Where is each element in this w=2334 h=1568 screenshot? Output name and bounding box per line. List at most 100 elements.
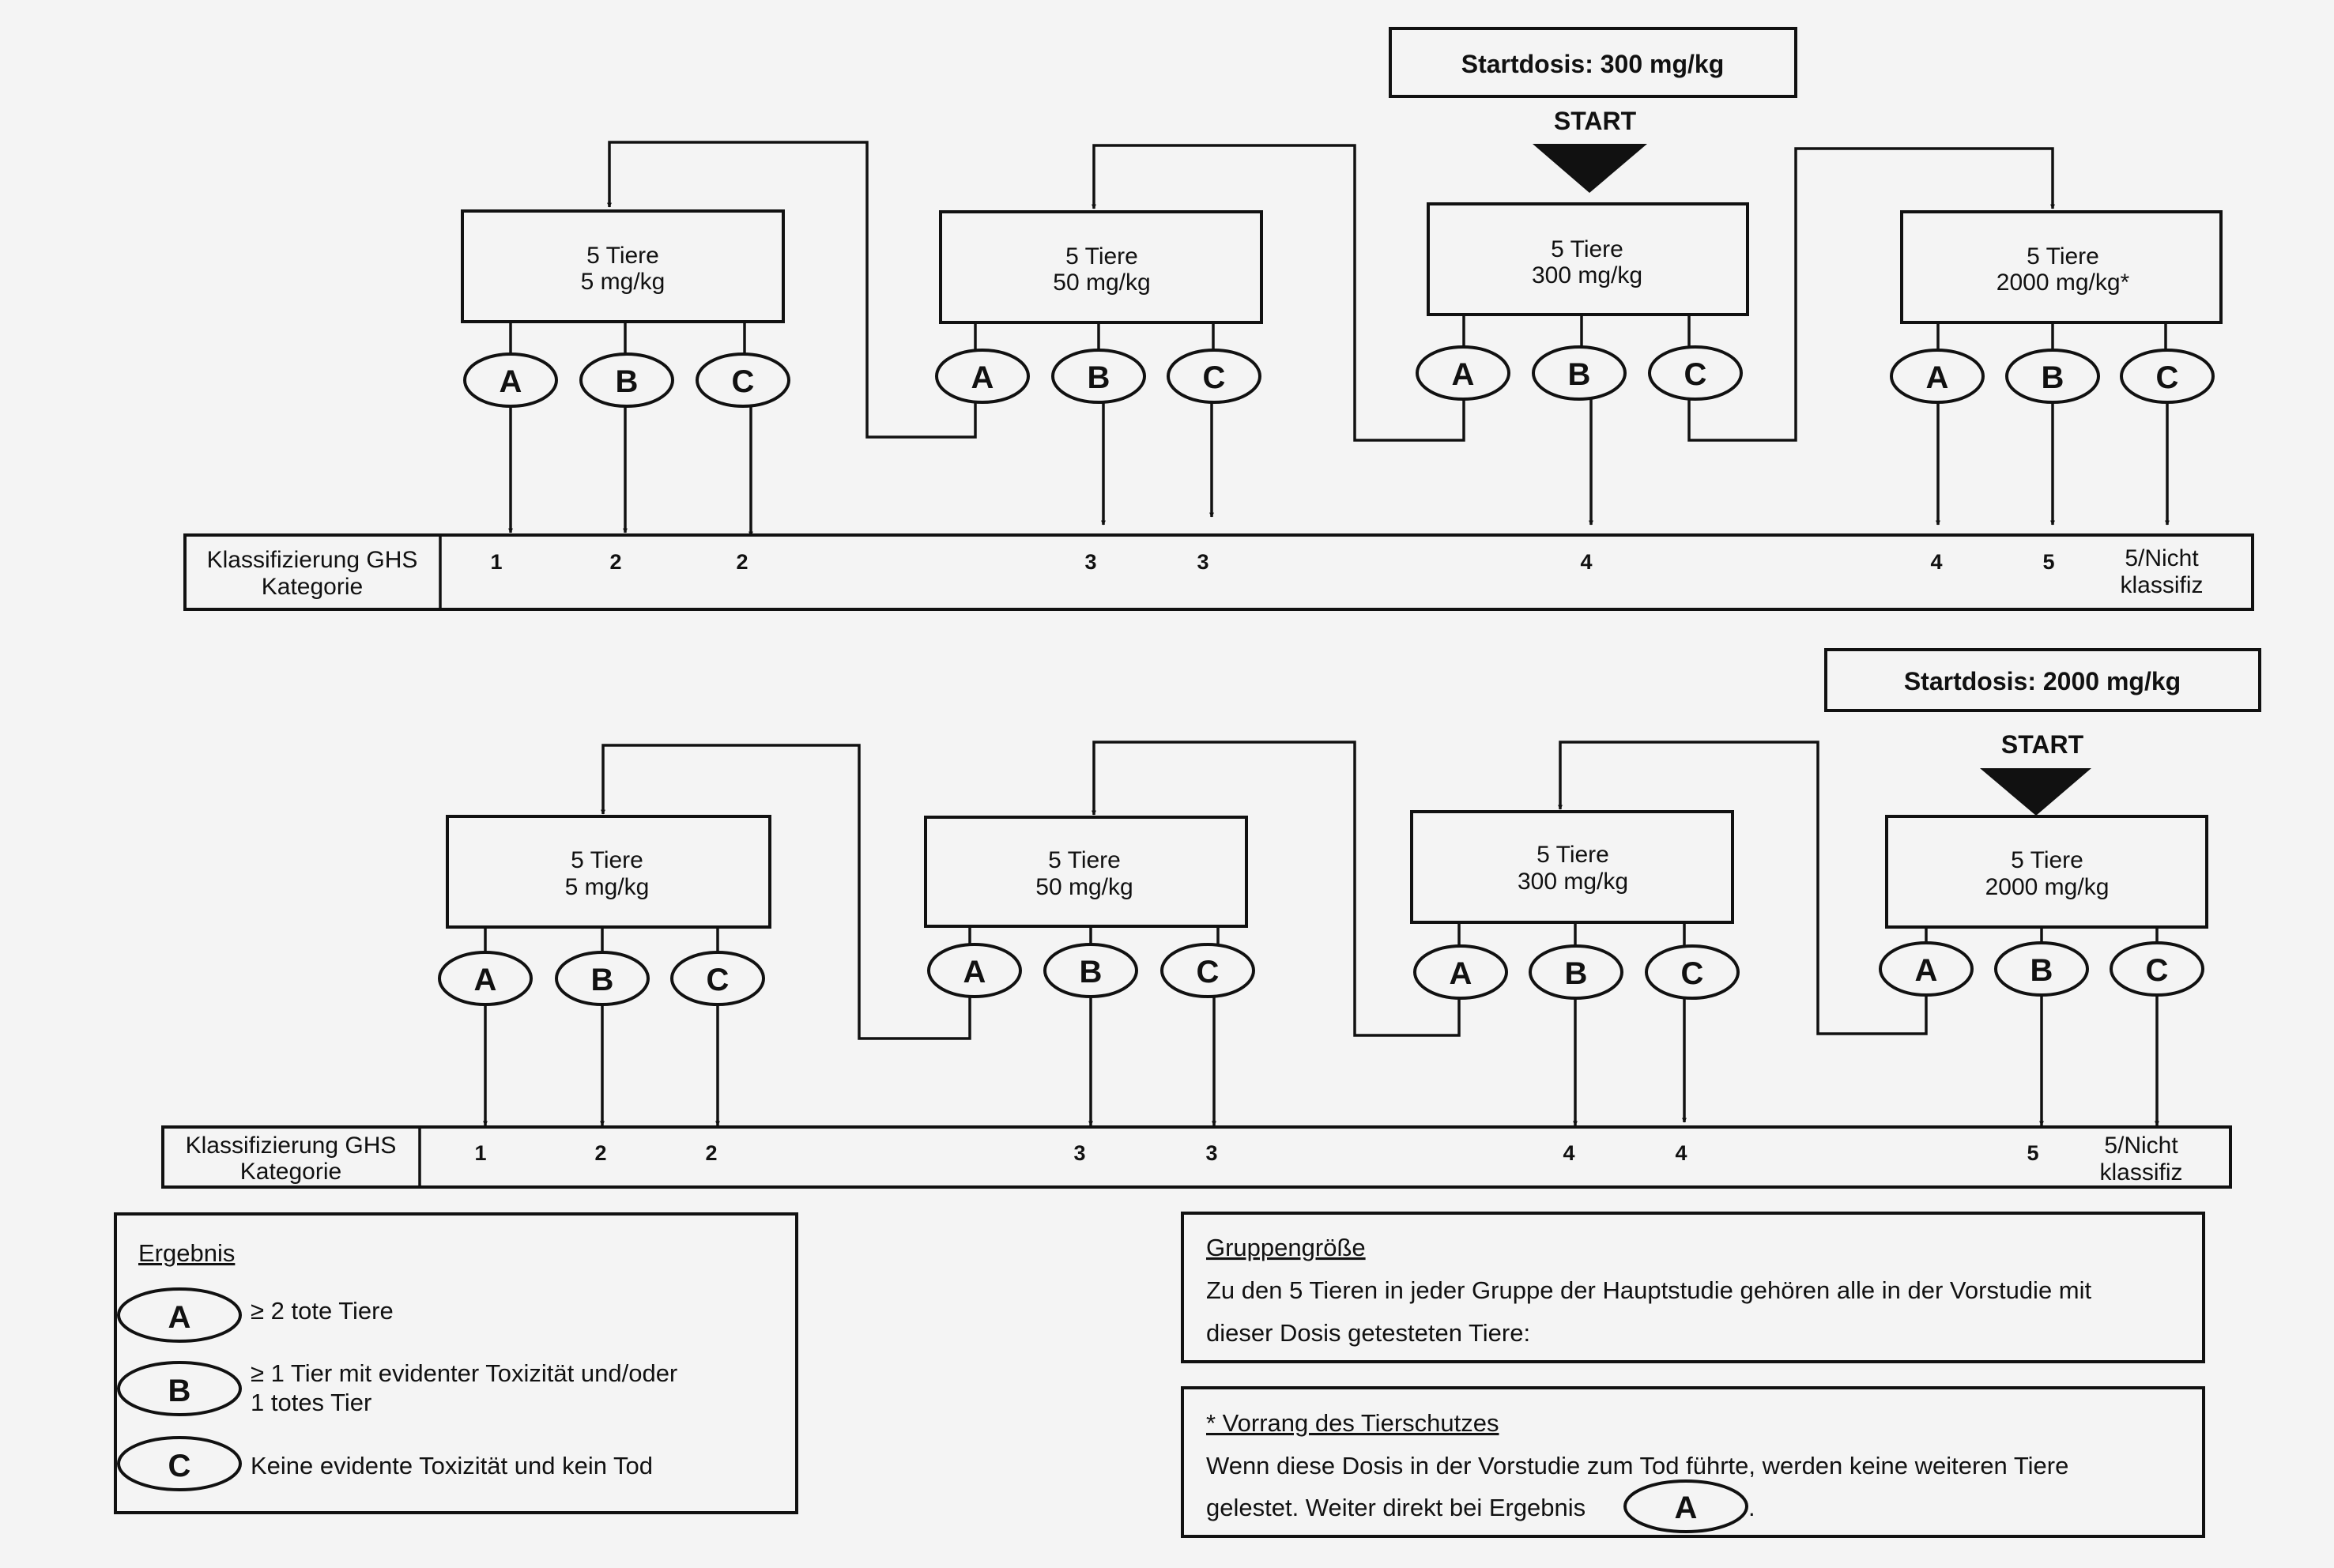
group-animals: 5 Tiere: [1048, 847, 1121, 873]
dose-group-5: 5 Tiere 5 mg/kg: [446, 815, 771, 929]
note-group-size: Gruppengröße Zu den 5 Tieren in jeder Gr…: [1181, 1212, 2205, 1363]
group-animals: 5 Tiere: [1551, 236, 1623, 262]
svg-text:C: C: [732, 364, 755, 399]
note-animal-welfare: * Vorrang des Tierschutzes Wenn diese Do…: [1181, 1386, 2205, 1538]
legend-description: ≥ 2 tote Tiere: [251, 1297, 394, 1325]
category-value: 3: [1084, 550, 1096, 574]
group-dose: 5 mg/kg: [581, 269, 666, 295]
flowchart-startdose-300: Startdosis: 300 mg/kg START 5 Tiere 5 mg…: [183, 27, 2254, 611]
category-value: 5: [2027, 1141, 2038, 1165]
outcome-B: B: [1994, 941, 2089, 997]
category-value-line: 5/Nicht: [2104, 1133, 2178, 1159]
outcome-nodes: A B C A B C A B C A B C: [438, 941, 2204, 1006]
inline-outcome-label: A: [1675, 1491, 1698, 1525]
outcome-A: A: [1413, 944, 1508, 1000]
note-trailing: .: [1748, 1494, 1755, 1521]
start-label: START: [2001, 730, 2084, 759]
outcome-C: C: [1160, 943, 1255, 998]
note-line: Zu den 5 Tieren in jeder Gruppe der Haup…: [1206, 1276, 2092, 1304]
outcome-C: C: [2110, 941, 2204, 997]
group-dose: 5 mg/kg: [565, 874, 650, 900]
legend-description-line2: 1 totes Tier: [251, 1389, 371, 1416]
group-dose: 50 mg/kg: [1053, 270, 1150, 296]
classification-row: Klassifizierung GHS Kategorie 1 2 2 3 3 …: [161, 1125, 2232, 1189]
outcome-B: B: [555, 951, 650, 1006]
outcome-connectors: [508, 315, 2170, 537]
transition-connectors: [601, 741, 1928, 1040]
note-line: dieser Dosis getesteten Tiere:: [1206, 1319, 1530, 1347]
outcome-C: C: [1645, 944, 1740, 1000]
dose-group-5: 5 Tiere 5 mg/kg: [461, 209, 785, 323]
group-animals: 5 Tiere: [1537, 842, 1609, 868]
transition-50A-to-5: [607, 141, 977, 439]
outcome-nodes: A B C A B C A B C A B C: [463, 345, 2215, 408]
dose-group-2000: 5 Tiere 2000 mg/kg*: [1900, 210, 2223, 324]
group-dose: 300 mg/kg: [1518, 869, 1628, 895]
flowchart-startdose-2000: Startdosis: 2000 mg/kg START 5 Tiere 5 m…: [161, 648, 2261, 1189]
svg-text:A: A: [1926, 360, 1949, 395]
outcome-A: A: [927, 943, 1022, 998]
classification-label-line2: Kategorie: [262, 574, 363, 600]
legend-item-C: C Keine evidente Toxizität und kein Tod: [117, 1436, 653, 1491]
svg-text:B: B: [1088, 360, 1110, 395]
svg-text:B: B: [616, 364, 639, 399]
svg-text:B: B: [1568, 357, 1591, 392]
group-animals: 5 Tiere: [2027, 243, 2099, 270]
category-value: 3: [1205, 1141, 1217, 1165]
note-title: Gruppengröße: [1206, 1234, 1366, 1261]
legend-description: ≥ 1 Tier mit evidenter Toxizität und/ode…: [251, 1359, 677, 1387]
outcome-B: B: [1529, 944, 1623, 1000]
startdose-label: Startdosis: 2000 mg/kg: [1904, 667, 2181, 695]
category-value: 3: [1197, 550, 1208, 574]
note-title: * Vorrang des Tierschutzes: [1206, 1409, 1499, 1437]
svg-text:B: B: [1565, 956, 1588, 991]
legend-item-A: A ≥ 2 tote Tiere: [117, 1287, 394, 1343]
svg-text:A: A: [963, 955, 986, 989]
outcome-A: A: [1890, 349, 1985, 404]
group-animals: 5 Tiere: [571, 847, 643, 873]
outcome-C: C: [670, 951, 765, 1006]
outcome-C: C: [1648, 345, 1743, 401]
legend-item-B: B ≥ 1 Tier mit evidenter Toxizität und/o…: [117, 1359, 677, 1416]
transition-300C-to-2000: [1687, 147, 2055, 442]
startdose-box: [1824, 648, 2261, 712]
category-value-line: klassifiz: [2120, 572, 2203, 598]
outcome-C: C: [2120, 349, 2215, 404]
svg-text:C: C: [168, 1449, 191, 1483]
category-value: 4: [1675, 1141, 1687, 1165]
svg-text:A: A: [474, 963, 497, 997]
svg-text:A: A: [1915, 953, 1938, 988]
outcome-A: A: [935, 349, 1030, 404]
transition-2000A-to-300: [1558, 741, 1928, 1035]
startdose-label: Startdosis: 300 mg/kg: [1461, 50, 1725, 78]
group-animals: 5 Tiere: [2011, 847, 2083, 873]
outcome-C: C: [696, 352, 790, 408]
category-value: 5: [2042, 550, 2054, 574]
group-dose: 50 mg/kg: [1035, 874, 1133, 900]
transition-connectors: [607, 141, 2055, 442]
group-dose: 2000 mg/kg*: [1997, 270, 2130, 296]
category-value: 1: [490, 550, 502, 574]
outcome-A: A: [438, 951, 533, 1006]
svg-text:B: B: [2030, 953, 2053, 988]
dose-group-50: 5 Tiere 50 mg/kg: [939, 210, 1263, 324]
category-value: 4: [1563, 1141, 1574, 1165]
svg-text:A: A: [1450, 956, 1472, 991]
group-animals: 5 Tiere: [586, 243, 659, 269]
classification-label: Klassifizierung GHS: [207, 547, 418, 573]
svg-text:B: B: [591, 963, 614, 997]
inline-outcome-icon: [1623, 1479, 1748, 1533]
outcome-A: A: [463, 352, 558, 408]
svg-text:B: B: [1080, 955, 1103, 989]
category-value: 3: [1073, 1141, 1085, 1165]
outcome-B: B: [579, 352, 674, 408]
category-value: 2: [609, 550, 621, 574]
svg-text:C: C: [1681, 956, 1704, 991]
outcome-connectors: [483, 922, 2159, 1126]
group-dose: 300 mg/kg: [1532, 262, 1642, 288]
category-value: 4: [1580, 550, 1592, 574]
note-line: gelestet. Weiter direkt bei Ergebnis: [1206, 1494, 1586, 1521]
outcome-A: A: [1416, 345, 1510, 401]
